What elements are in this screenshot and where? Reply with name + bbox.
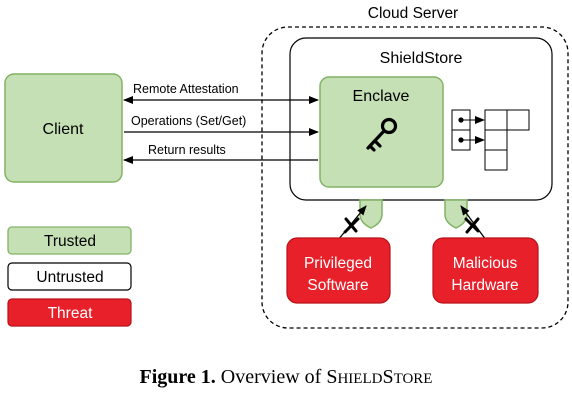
legend-trusted-label: Trusted [44, 233, 96, 250]
legend-untrusted-swatch [7, 262, 132, 291]
legend-threat-swatch [7, 298, 132, 327]
malicious-hardware-line1: Malicious [453, 255, 518, 272]
hash-table-pointers [458, 116, 485, 144]
privileged-software-line1: Privileged [304, 255, 372, 272]
legend-trusted-swatch [7, 226, 132, 255]
enclave-label: Enclave [353, 88, 410, 105]
cloud-server-box [261, 26, 569, 329]
architecture-diagram: Cloud Server ShieldStore Enclave Client … [4, 5, 569, 329]
return-results-label: Return results [148, 143, 226, 157]
legend-threat-label: Threat [48, 305, 93, 322]
key-icon [366, 117, 398, 152]
privileged-software-line2: Software [307, 277, 368, 294]
client-box [4, 73, 123, 183]
blocked-cross-left [343, 217, 360, 234]
legend-untrusted-label: Untrusted [36, 269, 103, 286]
shield-icon-right [444, 199, 468, 229]
malicious-hardware-box [432, 237, 539, 304]
remote-attestation-label: Remote Attestation [133, 82, 239, 96]
caption-text: Overview of [220, 366, 322, 388]
privileged-software-box [286, 237, 391, 304]
cloud-server-label: Cloud Server [368, 5, 458, 22]
blocked-cross-right [464, 217, 480, 234]
operations-label: Operations (Set/Get) [131, 114, 246, 128]
shieldstore-label: ShieldStore [380, 50, 463, 67]
figure-caption: Figure 1. Overview of SHIELDSTORE [0, 366, 572, 389]
client-label: Client [43, 121, 84, 138]
malicious-hardware-line2: Hardware [451, 277, 518, 294]
figure-number: Figure 1. [139, 366, 216, 388]
shield-icon-left [359, 199, 383, 229]
caption-system-name: SHIELDSTORE [326, 366, 433, 388]
